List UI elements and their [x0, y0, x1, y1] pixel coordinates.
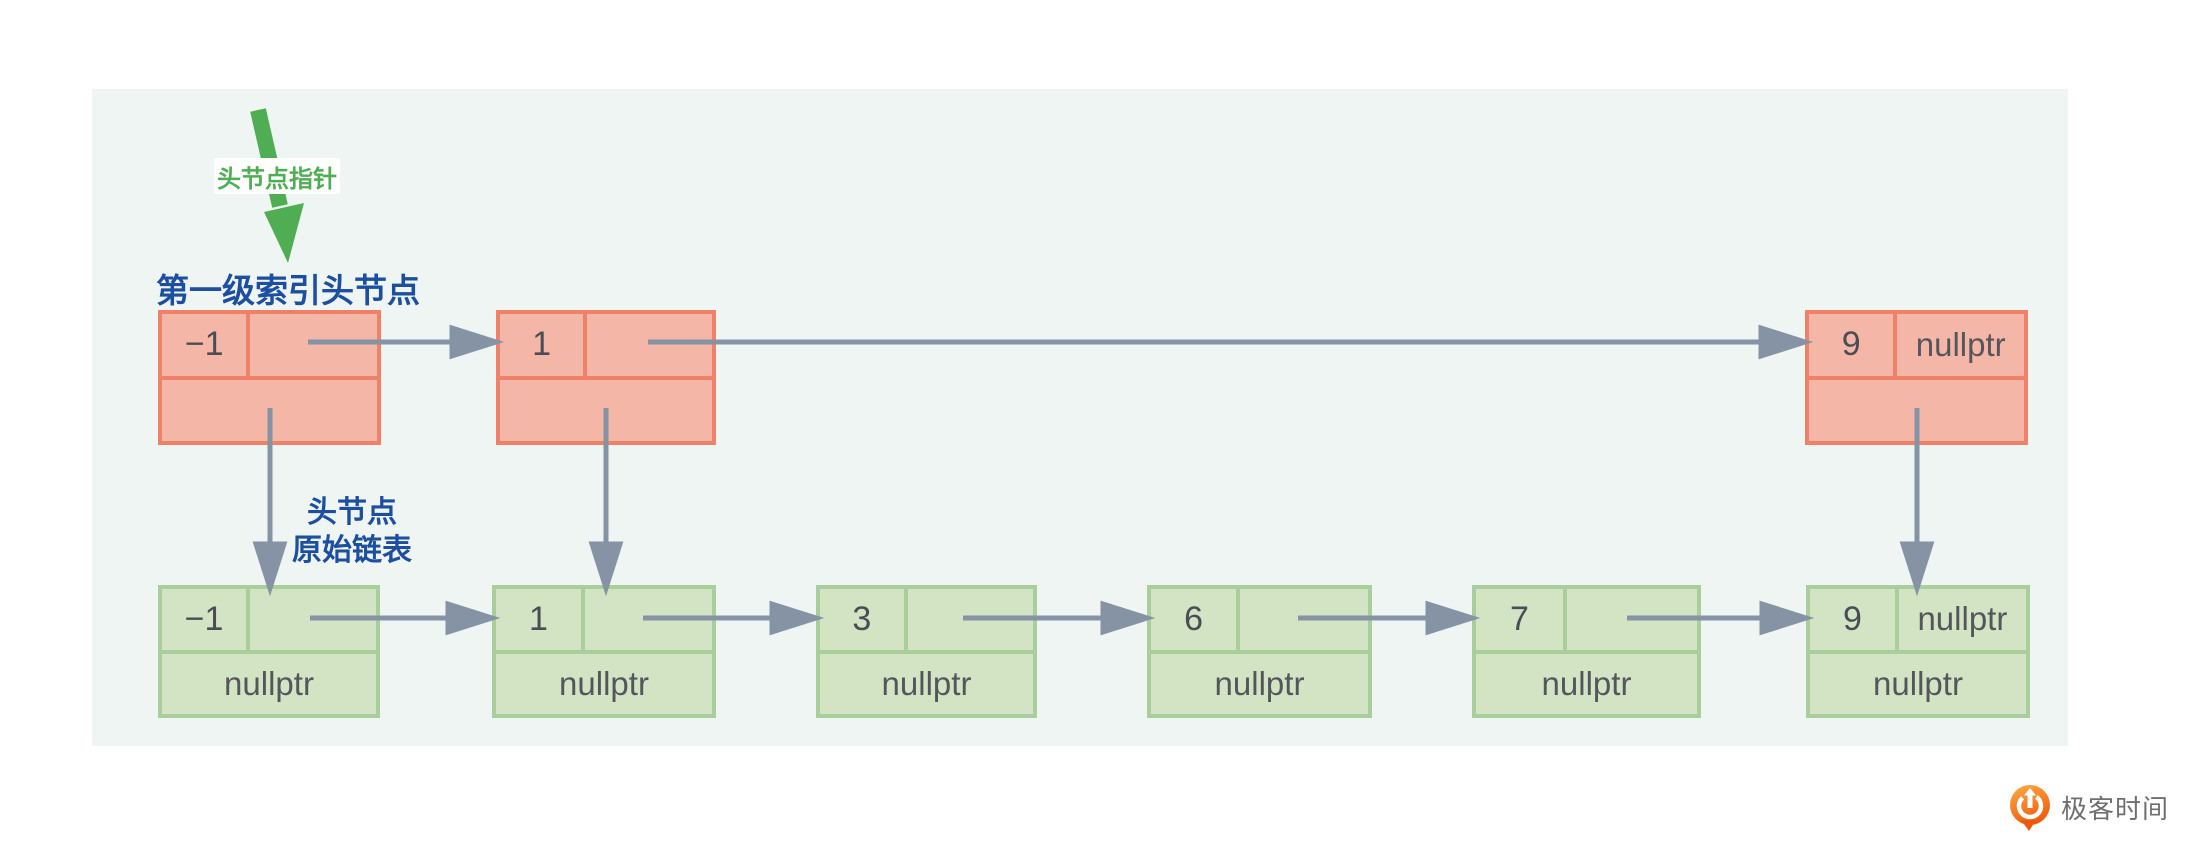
index-node-1: 1	[496, 310, 716, 445]
node-down-pointer: nullptr	[1151, 653, 1368, 714]
geektime-logo: 极客时间	[2008, 784, 2169, 831]
node-next-pointer	[907, 589, 1033, 650]
geektime-logo-icon	[2010, 785, 2050, 831]
node-value: −1	[162, 589, 246, 650]
node-down-pointer: nullptr	[1476, 653, 1697, 714]
node-value: 7	[1476, 589, 1563, 650]
original-list-label-line1: 头节点	[307, 496, 397, 529]
node-next-pointer	[250, 314, 377, 376]
index-node--1: −1	[158, 310, 381, 445]
level1-index-head-label: 第一级索引头节点	[156, 272, 420, 309]
node-next-pointer: nullptr	[1897, 314, 2024, 376]
node-value: 3	[820, 589, 904, 650]
list-node-6: 6 nullptr	[1147, 585, 1372, 718]
node-next-pointer	[1240, 589, 1368, 650]
geektime-logo-text: 极客时间	[2061, 794, 2170, 824]
head-pointer-label: 头节点指针	[214, 158, 340, 194]
node-down-pointer	[162, 379, 377, 441]
node-down-pointer: nullptr	[496, 653, 712, 714]
node-next-pointer	[1566, 589, 1697, 650]
node-next-pointer	[587, 314, 712, 376]
node-value: 1	[496, 589, 581, 650]
list-node--1: −1 nullptr	[158, 585, 380, 718]
node-down-pointer: nullptr	[1810, 653, 2026, 714]
original-list-label-line2: 原始链表	[292, 534, 412, 567]
list-node-3: 3 nullptr	[816, 585, 1037, 718]
node-down-pointer: nullptr	[162, 653, 376, 714]
node-value: 6	[1151, 589, 1237, 650]
node-value: 1	[500, 314, 584, 376]
node-next-pointer	[250, 589, 376, 650]
list-node-1: 1 nullptr	[492, 585, 716, 718]
node-value: 9	[1809, 314, 1894, 376]
node-down-pointer	[1809, 379, 2024, 441]
node-down-pointer	[500, 379, 712, 441]
original-list-label: 头节点 原始链表	[276, 494, 428, 570]
list-node-7: 7 nullptr	[1472, 585, 1701, 718]
node-next-pointer: nullptr	[1898, 589, 2026, 650]
diagram-panel	[92, 89, 2068, 746]
list-node-9: 9 nullptr nullptr	[1806, 585, 2030, 718]
index-node-9: 9 nullptr	[1805, 310, 2028, 445]
node-value: 9	[1810, 589, 1895, 650]
node-next-pointer	[584, 589, 712, 650]
node-value: −1	[162, 314, 247, 376]
node-down-pointer: nullptr	[820, 653, 1033, 714]
